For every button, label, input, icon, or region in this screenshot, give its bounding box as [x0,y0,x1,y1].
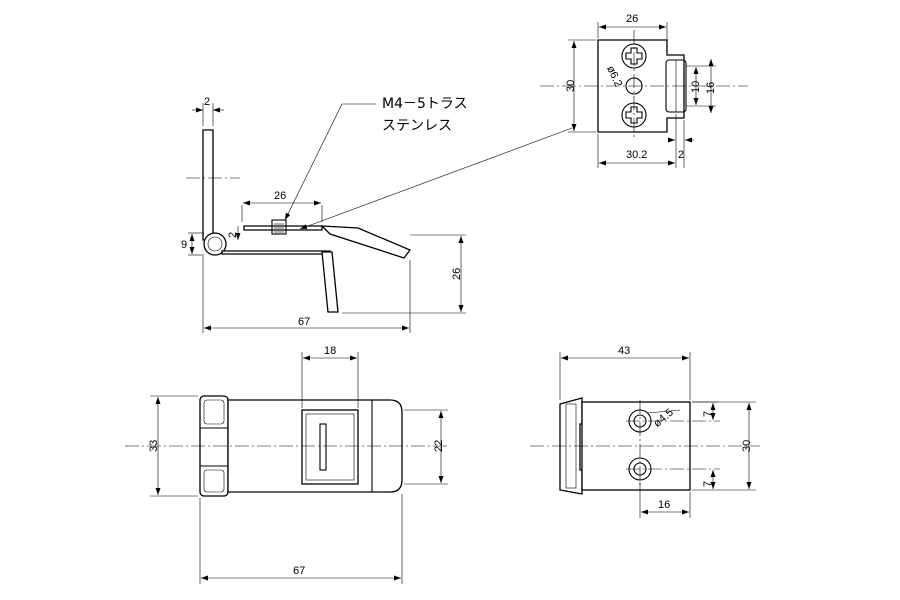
leaf-view: 43 ø4.5 7 30 7 16 [530,345,760,518]
plan-dim-keeper-width: 18 [324,345,336,357]
hinge-knuckle [203,232,227,256]
leaf-dim-height: 30 [741,440,753,452]
screw [271,219,287,235]
plan-dim-height: 33 [148,440,160,452]
dim-screw-spacing: 26 [274,190,286,202]
dim-overall-length: 67 [298,316,310,328]
dim-thickness-small: 2 [227,232,239,238]
plan-view: 18 33 22 67 [125,345,450,584]
latch-arm [320,225,412,259]
detail-dim-gap: 2 [678,149,684,161]
detail-dim-slot-width: 10 [690,81,702,93]
note-material: ステンレス [382,118,452,134]
detail-view: 26 30 ø6.2 10 16 30.2 2 [540,13,748,168]
note-screw-spec: M4－5トラス [382,96,468,112]
leaf-dim-hole-offset: 16 [658,499,670,511]
vertical-leaf [202,129,214,241]
dim-plate-thickness: 2 [204,96,210,108]
side-view: 2 26 9 2 26 67 [181,96,573,333]
dim-height: 26 [451,268,463,280]
detail-dim-height: 30 [565,80,577,92]
leaf-dim-edge-top: 7 [702,411,714,417]
hook [321,251,339,313]
leaf-dim-edge-bottom: 7 [702,481,714,487]
dim-knuckle-height: 9 [181,239,187,251]
leaf-dim-width: 43 [618,345,630,357]
horizontal-plate [221,250,331,255]
plan-dim-keeper-height: 22 [433,440,445,452]
keeper [301,409,359,485]
detail-dim-slot-span: 16 [705,82,717,94]
detail-dim-offset: 30.2 [626,149,647,161]
plan-dim-overall: 67 [293,565,305,577]
detail-dim-width: 26 [626,13,638,25]
